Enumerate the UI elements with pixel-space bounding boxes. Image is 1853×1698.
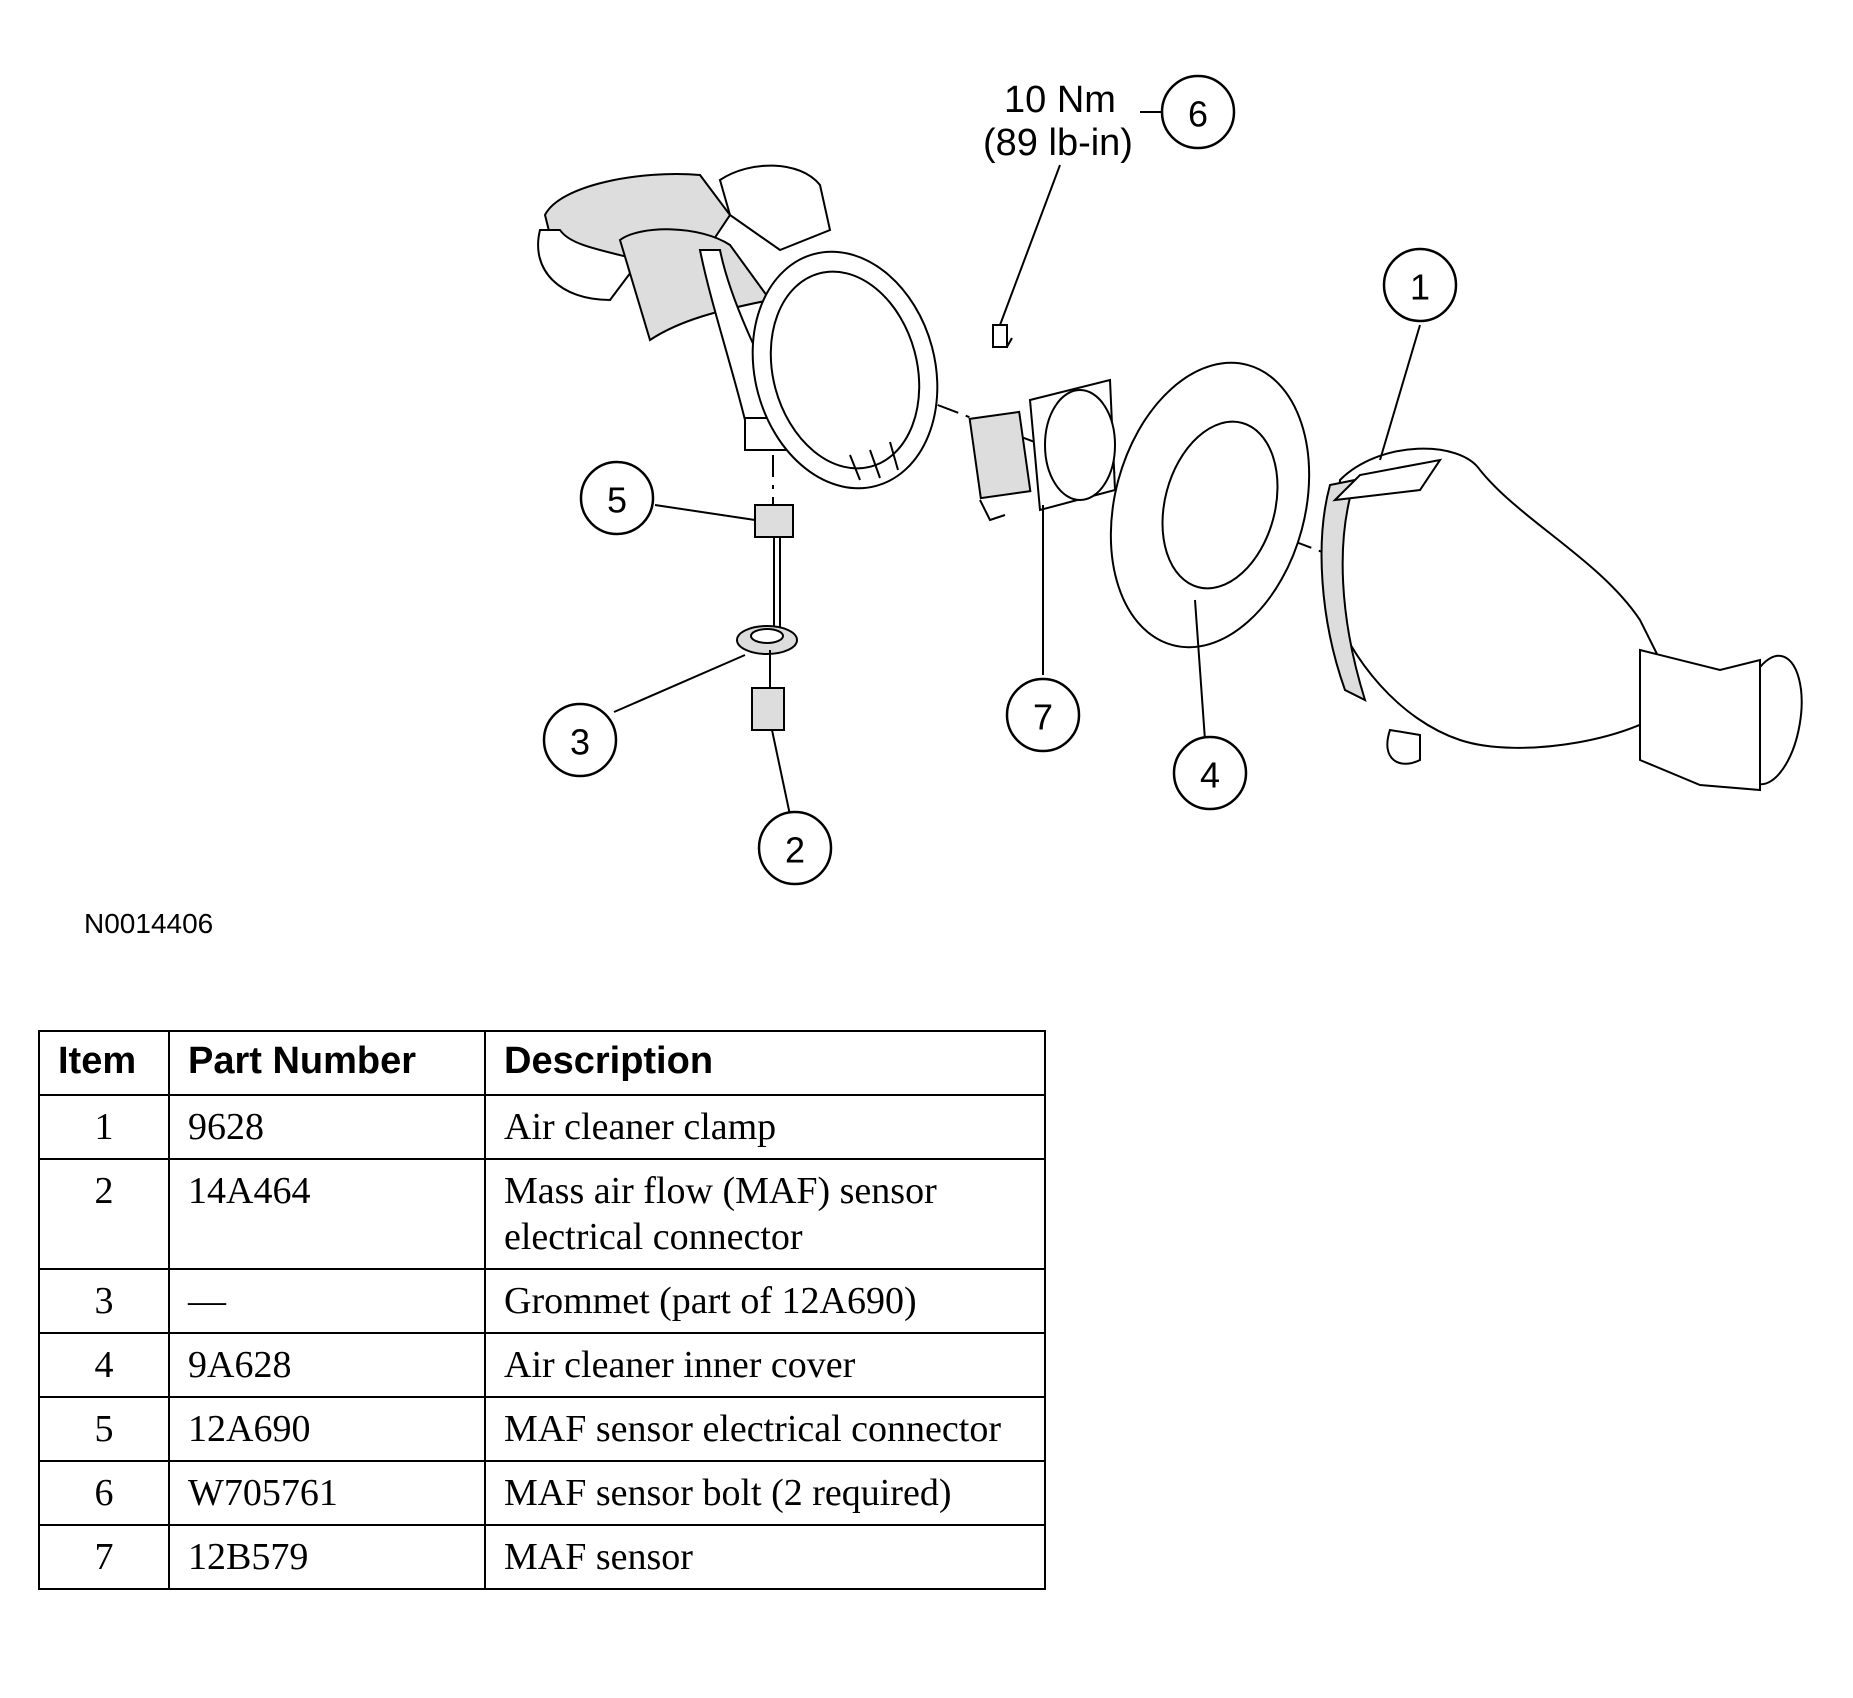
callout-1-label: 1: [1410, 267, 1430, 308]
cell-item: 6: [38, 1460, 170, 1526]
parts-table: Item Part Number Description 1 9628 Air …: [38, 1030, 1046, 1590]
leader-2: [771, 729, 791, 816]
cell-item: 3: [38, 1268, 170, 1334]
cell-item: 4: [38, 1332, 170, 1398]
leader-1: [1379, 324, 1421, 461]
cell-part-number: —: [168, 1268, 486, 1334]
inner-cover-drawing: [1109, 361, 1311, 649]
cell-item: 7: [38, 1524, 170, 1590]
connector-assembly-drawing: [736, 504, 798, 731]
cell-item: 1: [38, 1094, 170, 1160]
table-row: 6 W705761 MAF sensor bolt (2 required): [38, 1460, 1046, 1526]
callout-6-label: 6: [1188, 94, 1208, 135]
cell-part-number: W705761: [168, 1460, 486, 1526]
table-row: 1 9628 Air cleaner clamp: [38, 1094, 1046, 1160]
table-row: 4 9A628 Air cleaner inner cover: [38, 1332, 1046, 1398]
cell-description: MAF sensor electrical connector: [484, 1396, 1046, 1462]
cell-description: MAF sensor: [484, 1524, 1046, 1590]
header-part-number: Part Number: [168, 1030, 486, 1096]
cell-description: Mass air flow (MAF) sensor electrical co…: [484, 1158, 1046, 1270]
table-row: 5 12A690 MAF sensor electrical connector: [38, 1396, 1046, 1462]
callout-2-label: 2: [785, 830, 805, 871]
figure-id: N0014406: [84, 908, 214, 939]
callout-1: 1: [1382, 247, 1458, 323]
leader-4: [1194, 599, 1206, 741]
air-cleaner-housing-drawing: [1320, 447, 1803, 792]
cell-part-number: 14A464: [168, 1158, 486, 1270]
callout-6: 6: [1160, 74, 1236, 150]
bolt-drawing: [992, 324, 1008, 348]
maf-sensor-drawing: [968, 331, 1117, 522]
callout-4: 4: [1172, 735, 1248, 811]
cell-description: MAF sensor bolt (2 required): [484, 1460, 1046, 1526]
callout-3-label: 3: [570, 722, 590, 763]
intake-tube: [537, 164, 939, 490]
callout-7-label: 7: [1033, 697, 1053, 738]
torque-spec-nm: 10 Nm: [1004, 79, 1116, 121]
cell-part-number: 12A690: [168, 1396, 486, 1462]
table-row: 7 12B579 MAF sensor: [38, 1524, 1046, 1590]
table-row: 2 14A464 Mass air flow (MAF) sensor elec…: [38, 1158, 1046, 1270]
cell-item: 5: [38, 1396, 170, 1462]
callout-3: 3: [542, 702, 618, 778]
table-header-row: Item Part Number Description: [38, 1030, 1046, 1096]
leader-5: [654, 504, 756, 521]
cell-description: Grommet (part of 12A690): [484, 1268, 1046, 1334]
cell-part-number: 9628: [168, 1094, 486, 1160]
callout-2: 2: [757, 810, 833, 886]
exploded-view-diagram: 10 Nm (89 lb-in) 1 2 3 4 5 6 7: [537, 74, 1803, 886]
header-description: Description: [484, 1030, 1046, 1096]
cell-part-number: 9A628: [168, 1332, 486, 1398]
leader-6: [999, 164, 1061, 326]
cell-part-number: 12B579: [168, 1524, 486, 1590]
callout-4-label: 4: [1200, 755, 1220, 796]
cell-item: 2: [38, 1158, 170, 1270]
callout-7: 7: [1005, 677, 1081, 753]
table-row: 3 — Grommet (part of 12A690): [38, 1268, 1046, 1334]
callout-5: 5: [579, 460, 655, 536]
header-item: Item: [38, 1030, 170, 1096]
torque-spec-lbin: (89 lb-in): [983, 122, 1133, 164]
cell-description: Air cleaner inner cover: [484, 1332, 1046, 1398]
cell-description: Air cleaner clamp: [484, 1094, 1046, 1160]
leader-3: [613, 654, 746, 713]
callout-5-label: 5: [607, 480, 627, 521]
